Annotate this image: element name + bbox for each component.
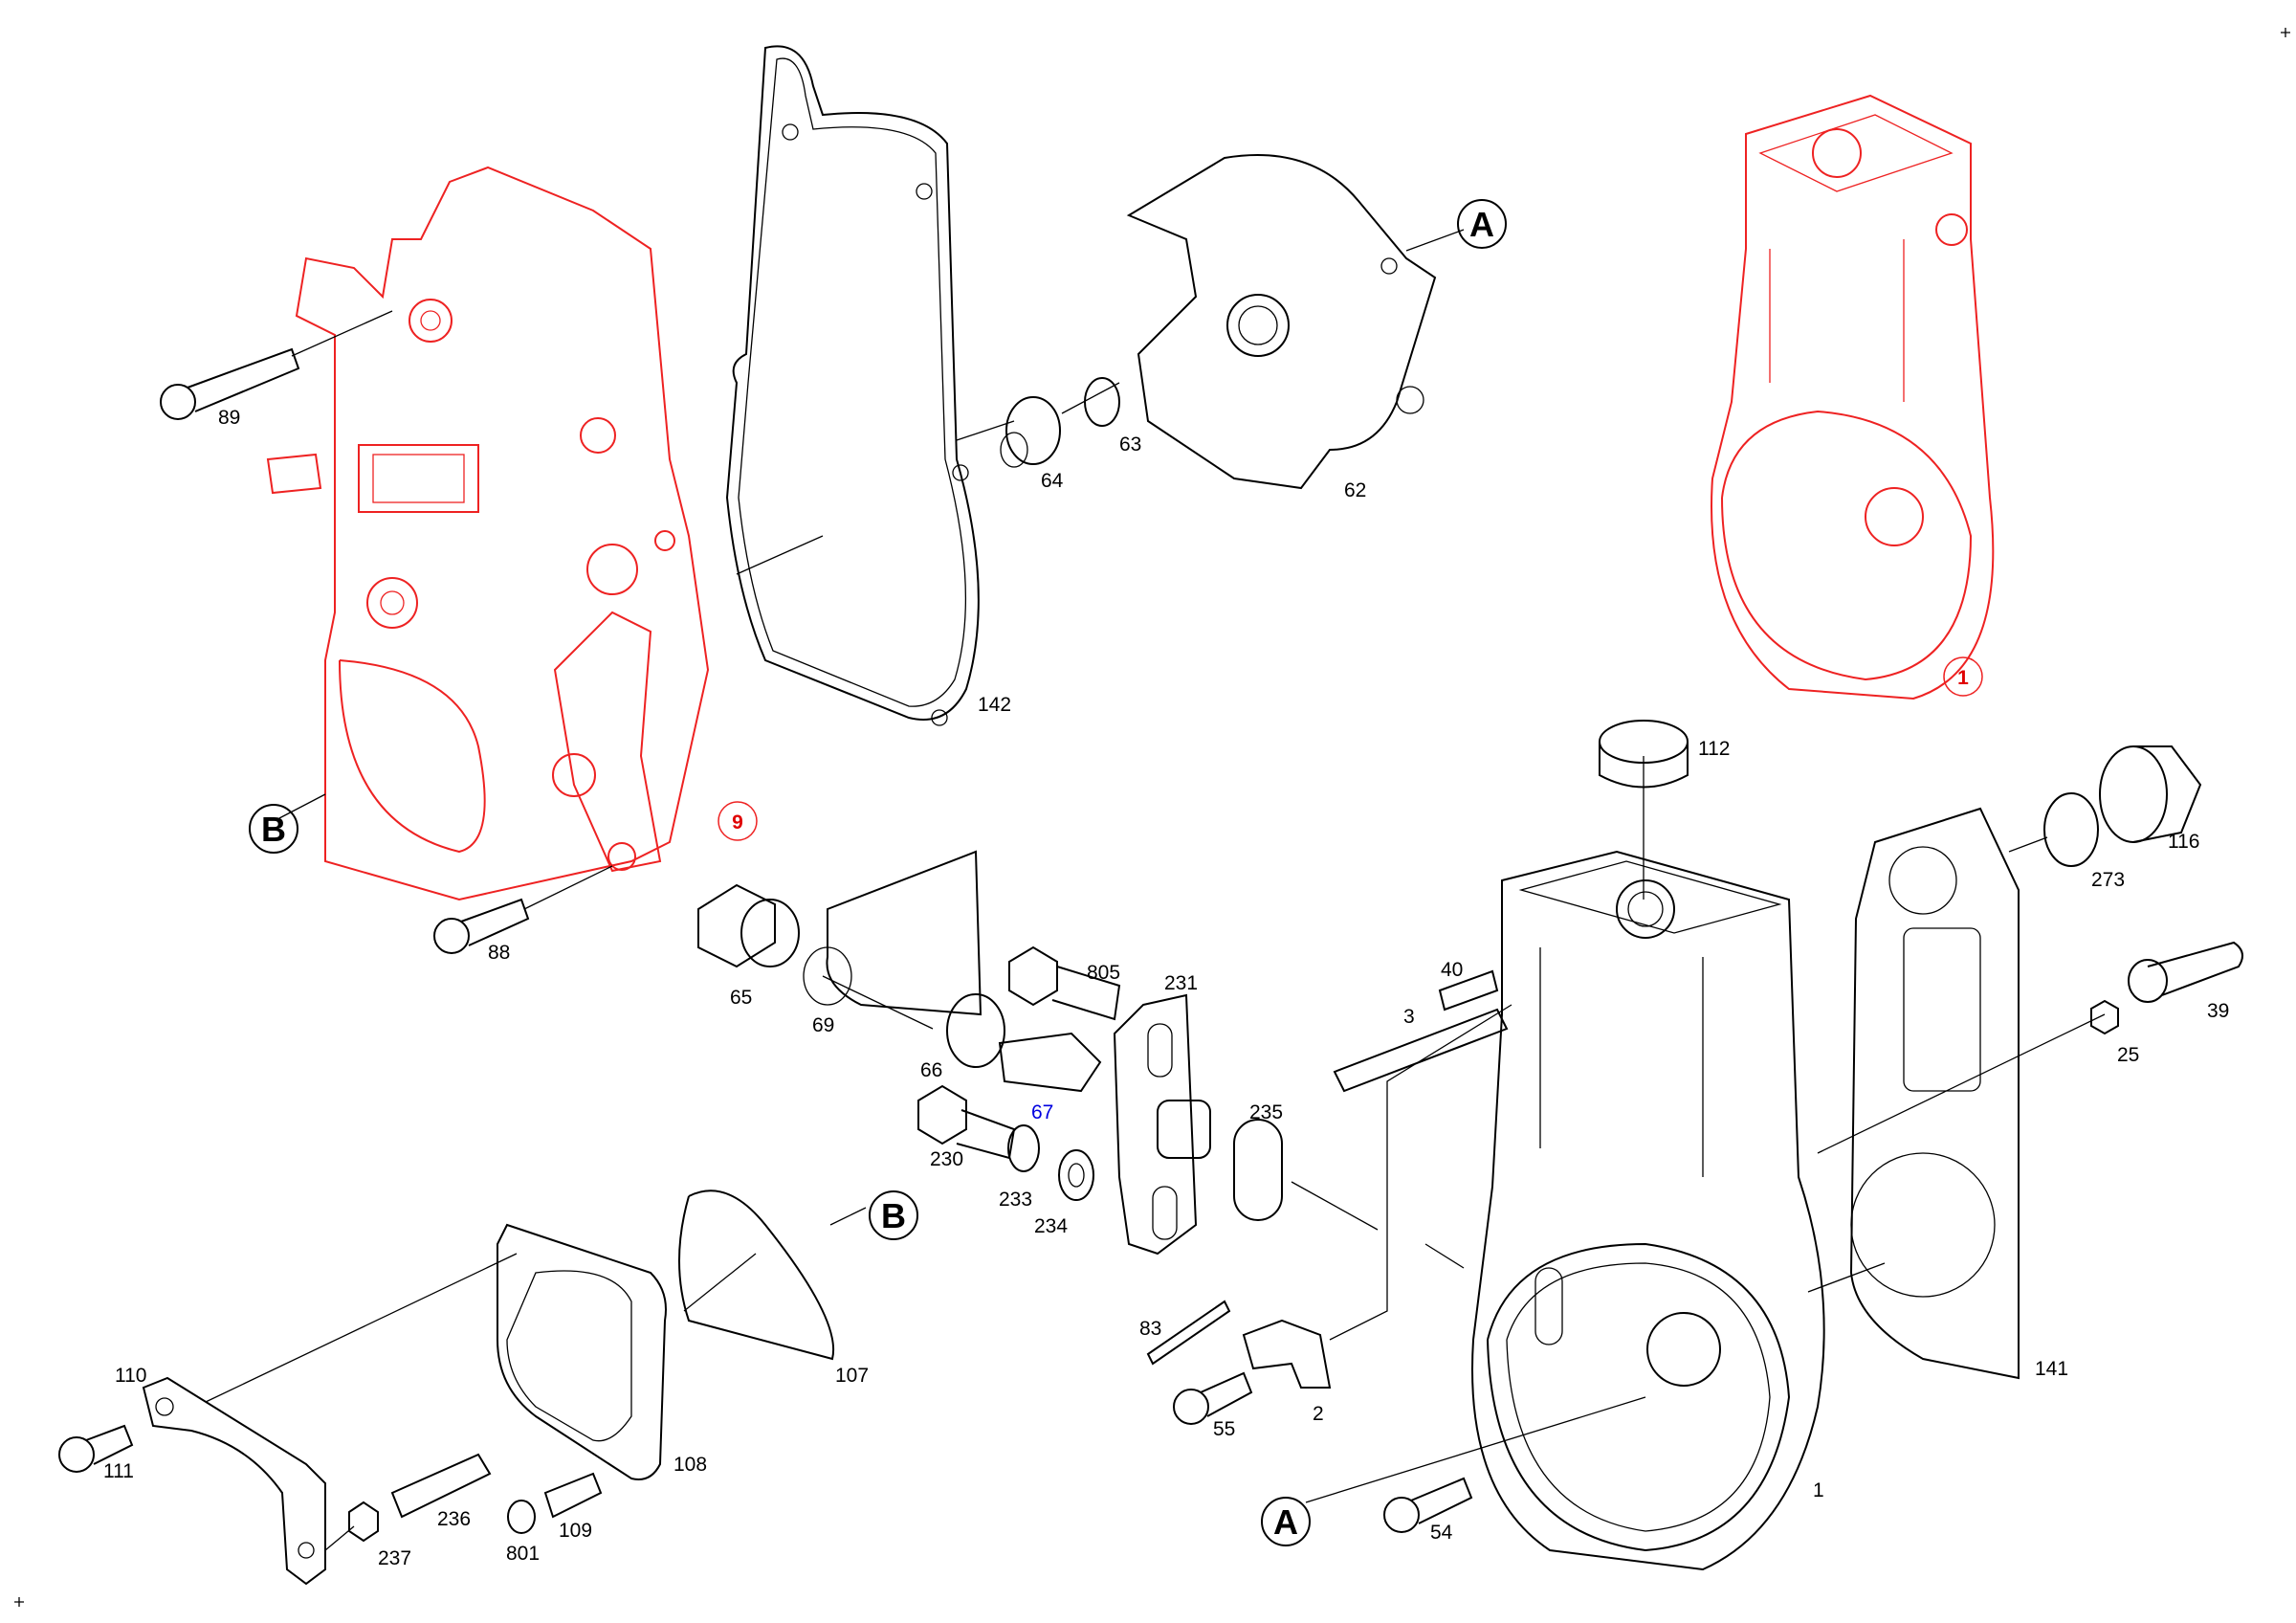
label-805[interactable]: 805 <box>1087 962 1120 984</box>
svg-text:B: B <box>881 1196 906 1235</box>
spring-83 <box>1146 1300 1231 1366</box>
plug-65 <box>697 883 800 968</box>
label-236[interactable]: 236 <box>437 1508 471 1530</box>
svg-text:A: A <box>1469 205 1494 244</box>
label-25[interactable]: 25 <box>2117 1044 2139 1066</box>
sleeve-64 <box>1000 396 1061 468</box>
ring-63 <box>1084 377 1120 427</box>
screw-805 <box>1008 945 1121 1021</box>
plug-109 <box>543 1472 603 1519</box>
label-2[interactable]: 2 <box>1313 1403 1324 1425</box>
svg-text:B: B <box>261 810 286 849</box>
label-231[interactable]: 231 <box>1164 972 1198 994</box>
label-273[interactable]: 273 <box>2091 869 2125 891</box>
screw-89 <box>160 347 300 420</box>
ref-marker-b-mid: B <box>869 1190 918 1240</box>
svg-text:A: A <box>1273 1502 1298 1542</box>
ref-marker-b-left: B <box>249 804 298 854</box>
label-110[interactable]: 110 <box>115 1365 146 1387</box>
label-67[interactable]: 67 <box>1031 1101 1053 1123</box>
label-1[interactable]: 1 <box>1813 1479 1824 1501</box>
label-88[interactable]: 88 <box>488 942 510 964</box>
plate-69 <box>803 850 982 1016</box>
washer-234 <box>1058 1149 1094 1201</box>
label-63[interactable]: 63 <box>1119 434 1141 456</box>
label-142[interactable]: 142 <box>978 694 1011 716</box>
label-234[interactable]: 234 <box>1034 1215 1068 1237</box>
screw-55 <box>1173 1371 1253 1425</box>
gasket-142 <box>725 45 980 726</box>
nut-237 <box>348 1501 379 1543</box>
label-108[interactable]: 108 <box>673 1454 707 1476</box>
gasket-107 <box>678 1189 835 1361</box>
label-141[interactable]: 141 <box>2035 1358 2068 1380</box>
washer-233 <box>1007 1124 1040 1172</box>
label-64[interactable]: 64 <box>1041 470 1064 492</box>
label-237[interactable]: 237 <box>378 1547 411 1569</box>
ref-marker-a-top: A <box>1457 199 1507 249</box>
cap-116 <box>2099 745 2202 843</box>
nut-25 <box>2090 999 2119 1035</box>
label-62[interactable]: 62 <box>1344 479 1366 501</box>
label-801[interactable]: 801 <box>506 1543 540 1565</box>
bracket-110 <box>142 1376 326 1586</box>
label-109[interactable]: 109 <box>559 1520 592 1542</box>
ring-273 <box>2043 792 2099 867</box>
cover-108 <box>497 1223 667 1480</box>
assembly-marker-1[interactable]: 1 <box>1943 656 1983 697</box>
pump-housing-red <box>1711 94 1995 700</box>
label-107[interactable]: 107 <box>835 1365 869 1387</box>
label-112[interactable]: 112 <box>1698 738 1730 760</box>
ring-801 <box>507 1500 536 1534</box>
leader-lines <box>205 229 2106 1551</box>
crosshair-marks <box>14 28 2290 1607</box>
svg-text:9: 9 <box>732 812 743 834</box>
label-83[interactable]: 83 <box>1139 1318 1161 1340</box>
label-55[interactable]: 55 <box>1213 1418 1235 1440</box>
screw-111 <box>58 1424 134 1473</box>
label-39[interactable]: 39 <box>2207 1000 2229 1022</box>
assembly-marker-9[interactable]: 9 <box>718 801 758 841</box>
label-69[interactable]: 69 <box>812 1014 834 1036</box>
label-116[interactable]: 116 <box>2168 831 2199 853</box>
svg-text:1: 1 <box>1957 667 1969 689</box>
label-235[interactable]: 235 <box>1249 1101 1283 1123</box>
part-labels: 89 64 63 62 142 88 112 116 273 65 69 805… <box>103 407 2229 1569</box>
pin-40 <box>1438 969 1499 1012</box>
pump-housing-1 <box>1471 850 1825 1571</box>
gasket-141 <box>1849 807 2020 1380</box>
label-3[interactable]: 3 <box>1403 1006 1415 1028</box>
governor-cover-red <box>266 166 710 901</box>
label-40[interactable]: 40 <box>1441 959 1463 981</box>
screw-236 <box>390 1453 492 1519</box>
label-66[interactable]: 66 <box>920 1059 942 1081</box>
ref-marker-a-bottom: A <box>1261 1497 1311 1546</box>
screw-88 <box>433 898 530 954</box>
flange-231 <box>1113 993 1211 1256</box>
bracket-2 <box>1242 1319 1332 1389</box>
valve-67 <box>998 1032 1102 1093</box>
stud-3 <box>1333 1008 1509 1093</box>
label-89[interactable]: 89 <box>218 407 240 429</box>
label-65[interactable]: 65 <box>730 987 752 1009</box>
bracket-62 <box>1126 154 1437 490</box>
label-233[interactable]: 233 <box>999 1189 1032 1211</box>
seal-235 <box>1233 1119 1283 1221</box>
label-111[interactable]: 111 <box>103 1460 134 1482</box>
label-54[interactable]: 54 <box>1430 1522 1453 1544</box>
pin-39 <box>2128 941 2243 1003</box>
ring-66 <box>946 993 1005 1068</box>
label-230[interactable]: 230 <box>930 1148 963 1170</box>
screw-230 <box>917 1084 1016 1160</box>
screw-54 <box>1383 1477 1473 1533</box>
